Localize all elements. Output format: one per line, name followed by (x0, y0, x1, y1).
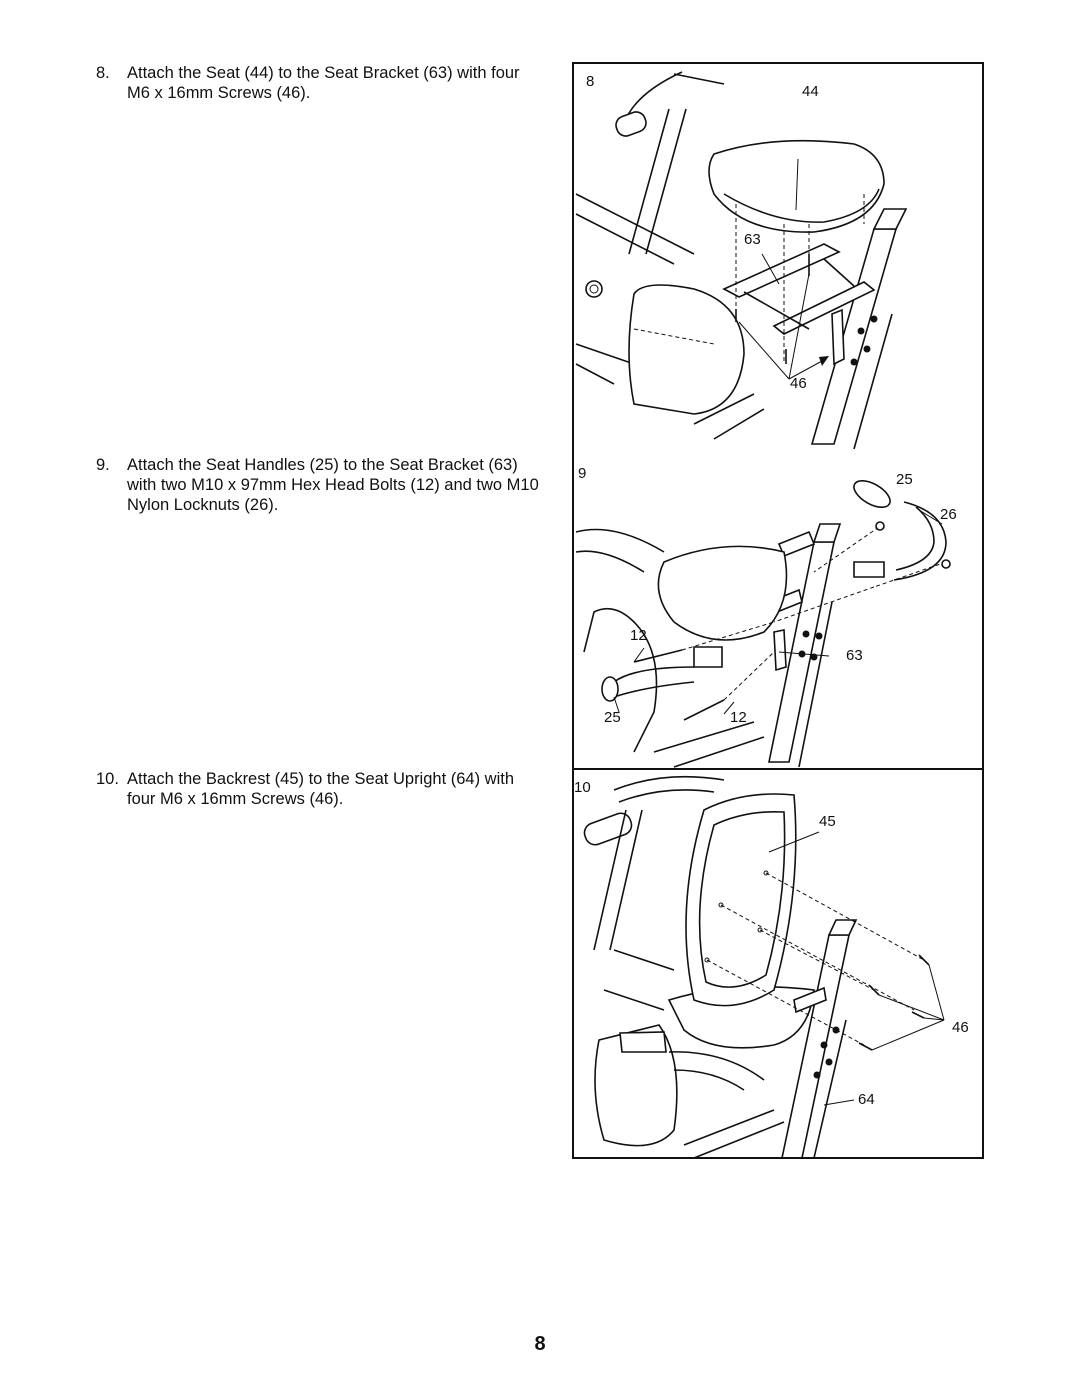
page-number: 8 (534, 1333, 546, 1355)
figure-step-label: 8 (586, 73, 595, 90)
step-number: 8. (96, 64, 110, 82)
figure-step-label: 10 (574, 779, 591, 796)
step-number: 9. (96, 456, 110, 474)
backrest-illustration (583, 775, 945, 1157)
seat-handles-illustration (575, 479, 951, 768)
figure-step-label: 9 (578, 465, 587, 482)
figure-step-8: 8 44 63 46 (572, 62, 984, 454)
step-text: Attach the Seat Handles (25) to the Seat… (127, 456, 539, 514)
step-number: 10. (96, 770, 119, 788)
callout-46: 46 (790, 375, 807, 392)
step-10-instruction: 10. Attach the Backrest (45) to the Seat… (96, 769, 546, 809)
figure-step-10: 10 45 46 64 (572, 768, 984, 1159)
step-9-instruction: 9. Attach the Seat Handles (25) to the S… (96, 455, 546, 515)
callout-46: 46 (952, 1019, 969, 1036)
callout-25-bottom: 25 (604, 709, 621, 726)
callout-45: 45 (819, 813, 836, 830)
figure-step-9: 9 25 26 12 63 25 12 (572, 452, 984, 770)
step-text: Attach the Backrest (45) to the Seat Upr… (127, 770, 515, 808)
step-text: Attach the Seat (44) to the Seat Bracket… (127, 64, 520, 102)
seat-assembly-illustration (575, 71, 908, 450)
callout-44: 44 (802, 83, 819, 100)
callout-64: 64 (858, 1091, 875, 1108)
callout-12-top: 12 (630, 627, 647, 644)
callout-26: 26 (940, 506, 957, 523)
callout-63: 63 (744, 231, 761, 248)
callout-12-bottom: 12 (730, 709, 747, 726)
step-8-instruction: 8. Attach the Seat (44) to the Seat Brac… (96, 63, 546, 103)
callout-63: 63 (846, 647, 863, 664)
callout-25-top: 25 (896, 471, 913, 488)
